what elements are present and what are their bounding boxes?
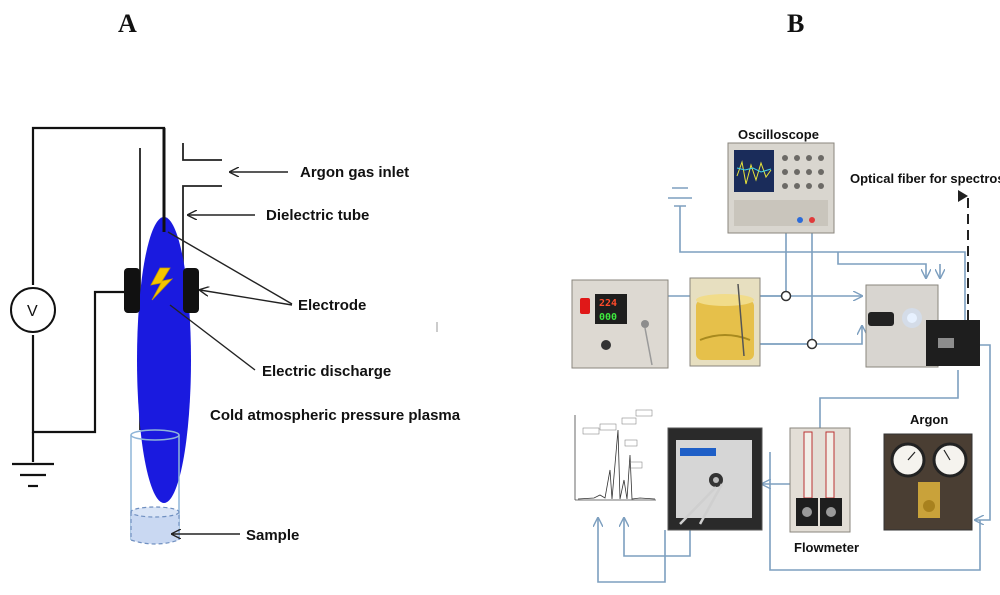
current-probe-ring-1: [780, 290, 792, 302]
power-supply-display-top: 224: [599, 298, 617, 309]
electrode-pointer-lower: [200, 290, 293, 306]
spectrum-graph-image: [560, 408, 660, 516]
discharge-pointer: [169, 304, 256, 371]
gas-inlet-pipe-top: [182, 143, 222, 161]
spectrometer-photo: [667, 427, 763, 531]
ring-electrode-right: [183, 268, 199, 313]
circuit-wire-top: [31, 126, 166, 285]
panel-b-diagram: 224 000: [560, 127, 1000, 583]
plasma-plume: [137, 217, 191, 503]
label-sample: Sample: [246, 527, 299, 544]
voltmeter-icon: [10, 287, 56, 333]
power-supply-display-bottom: 000: [599, 312, 617, 323]
reactor-photo: [689, 277, 761, 367]
label-oscilloscope: Oscilloscope: [738, 127, 819, 142]
label-dielectric-tube: Dielectric tube: [266, 207, 369, 224]
current-probe-ring-2: [806, 338, 818, 350]
gas-inlet-pipe-bottom: [182, 185, 222, 198]
panel-a-diagram: V: [10, 126, 461, 545]
argon-regulator-photo: [883, 433, 973, 531]
label-argon: Argon: [910, 412, 948, 427]
oscilloscope-photo: [727, 142, 835, 234]
lightning-icon: [150, 267, 174, 301]
ground-icon: [12, 432, 54, 488]
sample-beaker: [130, 429, 180, 545]
plasma-jet-photo: [865, 284, 980, 368]
voltmeter-label: V: [27, 303, 38, 320]
label-electric-discharge: Electric discharge: [262, 363, 391, 380]
dc-source-icon: [668, 187, 692, 207]
panel-letter-a: A: [118, 9, 137, 38]
power-supply-photo: 224 000: [571, 279, 669, 369]
panel-letter-b: B: [787, 9, 804, 38]
label-cold-plasma: Cold atmospheric pressure plasma: [210, 407, 461, 424]
ring-electrode-left: [124, 268, 140, 313]
flowmeter-photo: [789, 427, 851, 533]
label-argon-gas-inlet: Argon gas inlet: [300, 164, 409, 181]
label-optical-fiber: Optical fiber for spectroscopy: [850, 171, 1000, 186]
label-electrode: Electrode: [298, 297, 366, 314]
electrode-pointer-upper: [167, 231, 293, 305]
label-flowmeter: Flowmeter: [794, 540, 859, 555]
circuit-wire-bottom: [31, 290, 128, 434]
